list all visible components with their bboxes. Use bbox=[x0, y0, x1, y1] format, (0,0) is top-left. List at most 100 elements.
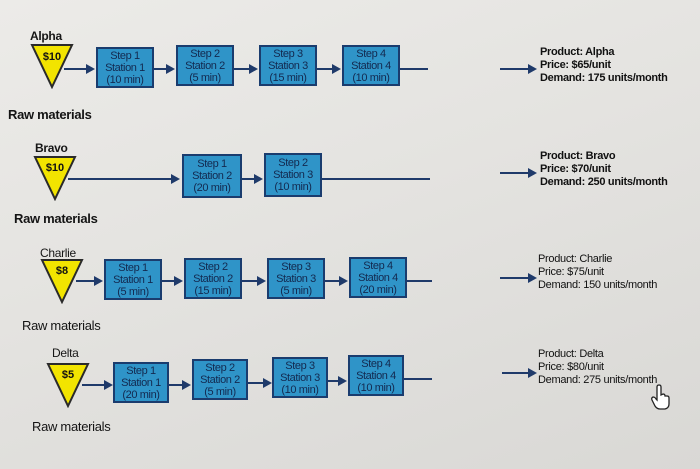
step-label: Step 4 bbox=[356, 47, 386, 60]
flow-arrow-icon bbox=[254, 174, 263, 184]
raw-material-cost: $10 bbox=[45, 162, 65, 174]
time-label: (10 min) bbox=[281, 383, 319, 396]
step-label: Step 1 bbox=[126, 364, 156, 377]
process-step-box: Step 1 Station 1 (5 min) bbox=[104, 259, 162, 300]
flow-line bbox=[317, 68, 333, 70]
product-name-label: Alpha bbox=[30, 29, 62, 43]
flow-line bbox=[162, 280, 176, 282]
time-label: (10 min) bbox=[274, 181, 312, 193]
flow-line bbox=[500, 172, 530, 174]
flow-line bbox=[248, 382, 265, 384]
flow-line bbox=[325, 280, 341, 282]
product-name-label: Delta bbox=[52, 346, 79, 360]
time-label: (5 min) bbox=[189, 71, 221, 84]
time-label: (20 min) bbox=[193, 182, 231, 194]
raw-material-triangle-icon bbox=[30, 44, 74, 89]
flow-arrow-icon bbox=[528, 273, 537, 283]
station-label: Station 2 bbox=[200, 373, 240, 386]
process-step-box: Step 2 Station 2 (5 min) bbox=[176, 45, 234, 86]
product-demand: Demand: 150 units/month bbox=[538, 279, 658, 291]
raw-material-cost: $5 bbox=[61, 369, 75, 381]
flow-arrow-icon bbox=[528, 368, 537, 378]
process-step-box: Step 1 Station 1 (20 min) bbox=[113, 362, 169, 403]
raw-materials-label: Raw materials bbox=[22, 318, 101, 333]
hand-cursor-icon bbox=[651, 384, 670, 410]
flow-line bbox=[502, 372, 530, 374]
product-demand: Demand: 175 units/month bbox=[540, 72, 668, 84]
time-label: (20 min) bbox=[122, 388, 160, 401]
flow-arrow-icon bbox=[174, 276, 183, 286]
raw-material-triangle-icon bbox=[33, 156, 77, 201]
process-step-box: Step 1 Station 1 (10 min) bbox=[96, 47, 154, 88]
process-step-box: Step 4 Station 4 (10 min) bbox=[342, 45, 400, 86]
station-label: Station 2 bbox=[193, 272, 233, 285]
flow-arrow-icon bbox=[528, 168, 537, 178]
step-label: Step 4 bbox=[363, 259, 393, 272]
product-price: Price: $65/unit bbox=[540, 59, 611, 71]
station-label: Station 3 bbox=[276, 272, 316, 285]
step-label: Step 3 bbox=[273, 47, 303, 60]
step-label: Step 4 bbox=[361, 357, 391, 370]
flow-arrow-icon bbox=[257, 276, 266, 286]
step-label: Step 2 bbox=[198, 260, 228, 273]
step-label: Step 1 bbox=[197, 158, 227, 170]
flow-arrow-icon bbox=[528, 64, 537, 74]
product-price: Price: $80/unit bbox=[538, 361, 604, 373]
step-label: Step 2 bbox=[278, 157, 308, 169]
time-label: (10 min) bbox=[106, 73, 144, 86]
time-label: (20 min) bbox=[359, 283, 397, 296]
flow-arrow-icon bbox=[263, 378, 272, 388]
flow-line bbox=[82, 384, 106, 386]
station-label: Station 2 bbox=[192, 170, 232, 182]
flow-line bbox=[407, 280, 432, 282]
flow-line bbox=[400, 68, 428, 70]
time-label: (5 min) bbox=[280, 284, 312, 297]
time-label: (15 min) bbox=[194, 284, 232, 297]
flow-arrow-icon bbox=[249, 64, 258, 74]
station-label: Station 2 bbox=[185, 59, 225, 72]
product-title: Product: Alpha bbox=[540, 46, 615, 58]
station-label: Station 1 bbox=[105, 61, 145, 74]
flow-line bbox=[169, 384, 184, 386]
flow-arrow-icon bbox=[338, 376, 347, 386]
flow-arrow-icon bbox=[86, 64, 95, 74]
flow-arrow-icon bbox=[104, 380, 113, 390]
step-label: Step 2 bbox=[190, 47, 220, 60]
process-step-box: Step 3 Station 3 (5 min) bbox=[267, 258, 325, 299]
flow-arrow-icon bbox=[171, 174, 180, 184]
process-step-box: Step 3 Station 3 (10 min) bbox=[272, 357, 328, 398]
step-label: Step 2 bbox=[205, 361, 235, 374]
flow-arrow-icon bbox=[339, 276, 348, 286]
station-label: Station 3 bbox=[273, 169, 313, 181]
station-label: Station 4 bbox=[351, 59, 391, 72]
flow-line bbox=[76, 280, 96, 282]
flow-line bbox=[154, 68, 168, 70]
flow-line bbox=[500, 68, 530, 70]
flow-line bbox=[68, 178, 172, 180]
product-price: Price: $70/unit bbox=[540, 163, 611, 175]
flow-line bbox=[500, 277, 530, 279]
flow-line bbox=[328, 380, 340, 382]
flow-line bbox=[234, 68, 250, 70]
station-label: Station 4 bbox=[358, 271, 398, 284]
product-price: Price: $75/unit bbox=[538, 266, 604, 278]
step-label: Step 1 bbox=[110, 49, 140, 62]
flow-arrow-icon bbox=[166, 64, 175, 74]
process-step-box: Step 2 Station 2 (15 min) bbox=[184, 258, 242, 299]
raw-material-triangle-icon bbox=[46, 363, 90, 408]
station-label: Station 3 bbox=[280, 371, 320, 384]
station-label: Station 1 bbox=[121, 376, 161, 389]
process-step-box: Step 1 Station 2 (20 min) bbox=[182, 154, 242, 198]
time-label: (10 min) bbox=[352, 71, 390, 84]
time-label: (15 min) bbox=[269, 71, 307, 84]
flow-arrow-icon bbox=[182, 380, 191, 390]
product-info: Product: Alpha Price: $65/unit Demand: 1… bbox=[540, 46, 668, 85]
raw-materials-label: Raw materials bbox=[14, 211, 98, 226]
process-step-box: Step 4 Station 4 (10 min) bbox=[348, 355, 404, 396]
flow-line bbox=[322, 178, 430, 180]
product-info: Product: Bravo Price: $70/unit Demand: 2… bbox=[540, 150, 668, 189]
product-name-label: Bravo bbox=[35, 141, 68, 155]
time-label: (5 min) bbox=[117, 285, 149, 298]
product-demand: Demand: 250 units/month bbox=[540, 176, 668, 188]
time-label: (5 min) bbox=[204, 385, 236, 398]
